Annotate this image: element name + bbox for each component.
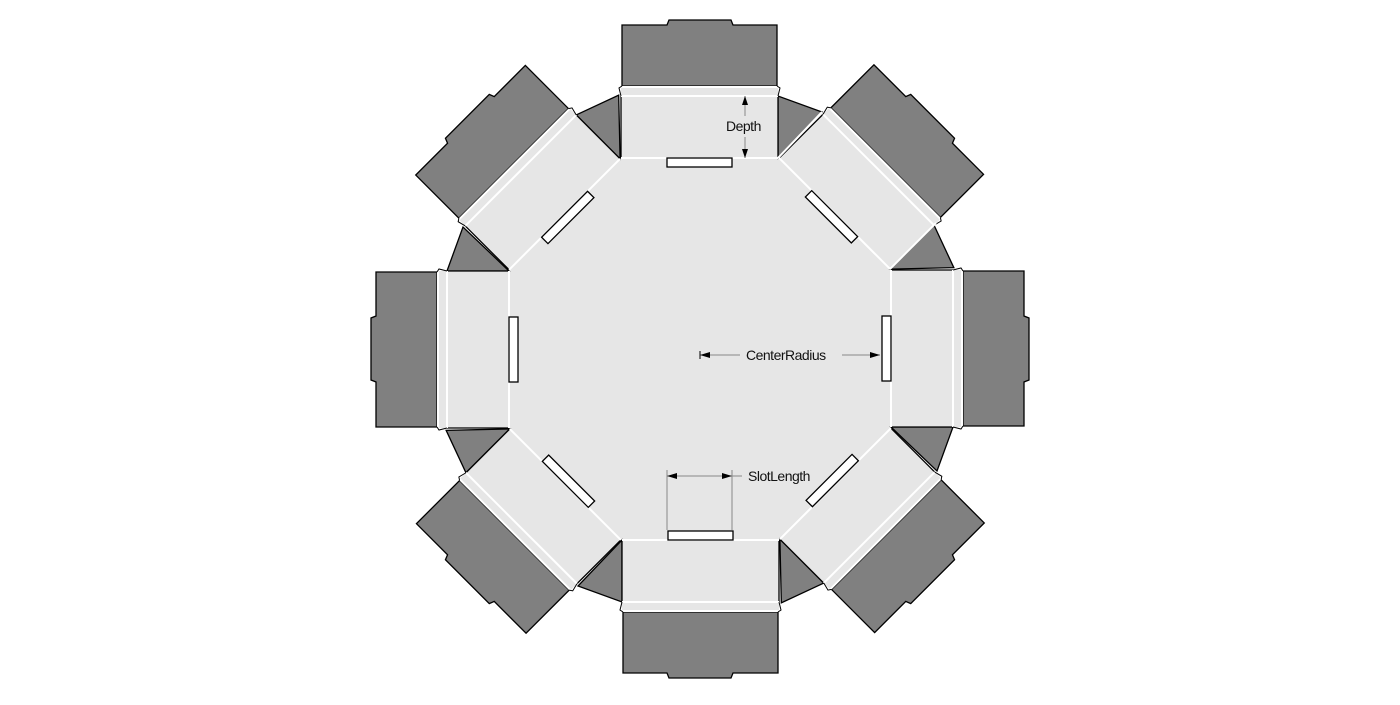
arrow-left-icon — [667, 473, 677, 479]
vertex-fold-lines — [777, 111, 937, 270]
depth-dimension: Depth — [726, 96, 761, 158]
arrow-right-icon — [870, 352, 880, 358]
center-octagon — [509, 158, 890, 540]
slot-length-label: SlotLength — [748, 468, 810, 484]
arrow-up-icon — [742, 96, 748, 105]
arrow-left-icon — [700, 352, 710, 358]
arrow-right-icon — [722, 473, 732, 479]
center-radius-dimension: CenterRadius — [699, 347, 880, 363]
depth-label: Depth — [726, 118, 761, 134]
slot-length-dimension: SlotLength — [666, 468, 810, 530]
arrow-down-icon — [742, 149, 748, 158]
center-radius-label: CenterRadius — [746, 347, 826, 363]
